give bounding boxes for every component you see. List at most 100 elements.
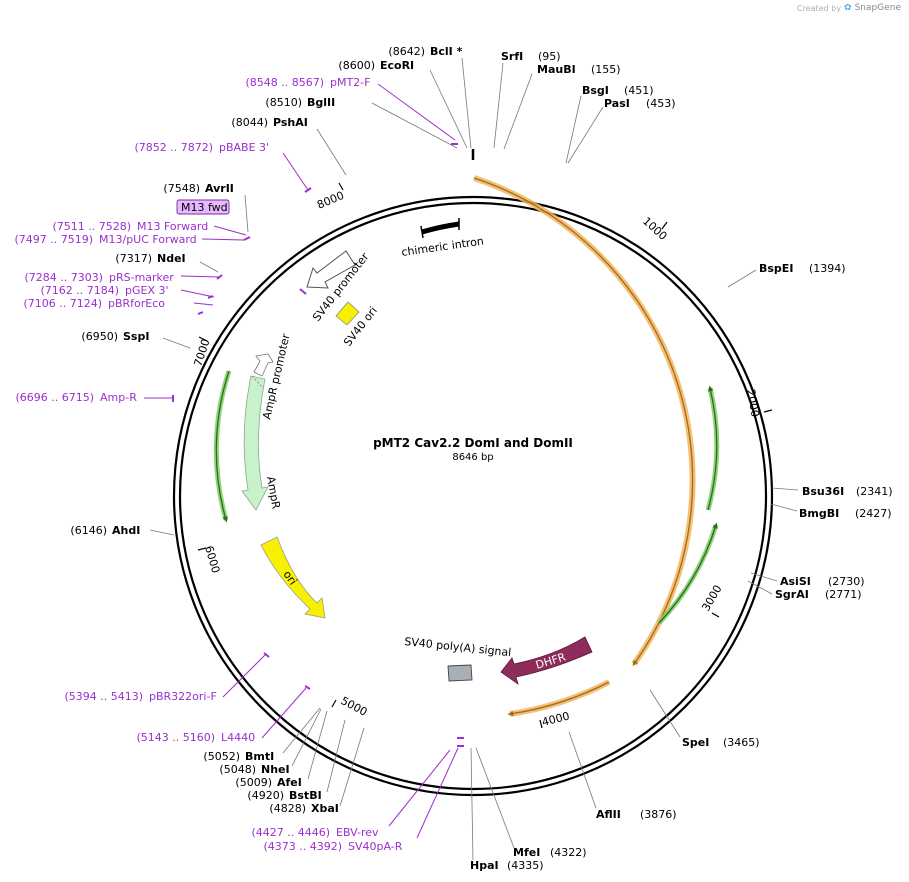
leader-ebv-rev [388,749,451,827]
primer-pgex-3-range: (7162 .. 7184) [40,284,119,297]
ori-arrow [260,536,326,619]
primer-prs-marker-range: (7284 .. 7303) [24,271,103,284]
enzyme-bsu36i-pos: (2341) [856,485,893,498]
enzyme-bsgi[interactable]: BsgI (451) [582,84,654,97]
primer-prs-marker[interactable]: (7284 .. 7303) pRS-marker [24,271,174,284]
enzyme-avrii[interactable]: (7548) AvrII [163,182,233,195]
primer-ebv-rev[interactable]: (4427 .. 4446) EBV-rev [251,826,379,839]
primer-m13-forward-range: (7511 .. 7528) [52,220,131,233]
primer-sv40pa-r[interactable]: (4373 .. 4392) SV40pA-R [263,840,402,853]
enzyme-bglii[interactable]: (8510) BglII [265,96,335,109]
enzyme-mfei-name: MfeI [513,846,540,859]
primer-pbrforeco-range: (7106 .. 7124) [23,297,102,310]
orf-small-arc-core [507,681,610,717]
enzyme-pshai[interactable]: (8044) PshAI [231,116,307,129]
enzyme-maubi[interactable]: MauBI (155) [537,63,621,76]
primer-m13-puc-forward[interactable]: (7497 .. 7519) M13/pUC Forward [14,233,196,246]
primer-amp-r[interactable]: (6696 .. 6715) Amp-R [15,391,137,404]
primer-pmt2-f[interactable]: (8548 .. 8567) pMT2-F [245,76,370,89]
enzyme-ndei[interactable]: (7317) NdeI [115,252,185,265]
orf-green-left-core [215,370,230,523]
leader-asisi [750,572,778,582]
enzyme-srfi[interactable]: SrfI (95) [501,50,561,63]
enzyme-bsu36i[interactable]: Bsu36I (2341) [802,485,893,498]
enzyme-ahdi[interactable]: (6146) AhdI [70,524,140,537]
enzyme-ndei-pos: (7317) [115,252,152,265]
primer-site-prs-marker [216,274,223,280]
enzyme-afei[interactable]: (5009) AfeI [235,776,301,789]
enzyme-nhei[interactable]: (5048) NheI [219,763,289,776]
leader-mfei [475,747,515,849]
plasmid-length: 8646 bp [452,452,493,463]
enzyme-sspi[interactable]: (6950) SspI [81,330,149,343]
leader-bstbi [326,719,346,793]
primer-pbr322ori-f-name: pBR322ori-F [149,690,217,703]
m13-fwd-label: M13 fwd [181,201,228,214]
primer-m13-forward-name: M13 Forward [137,220,208,233]
sv40-ori-box [335,301,360,326]
enzyme-bmti[interactable]: (5052) BmtI [203,750,274,763]
leader-sgrai [747,580,773,595]
enzyme-aflii-pos: (3876) [640,808,677,821]
sv40-polya-box [447,664,473,682]
primer-pbabe-3[interactable]: (7852 .. 7872) pBABE 3' [134,141,269,154]
enzyme-bmti-name: BmtI [245,750,274,763]
leader-pshai [316,128,347,176]
enzyme-aflii-name: AflII [596,808,621,821]
enzyme-bstbi[interactable]: (4920) BstBI [247,789,321,802]
leader-bspei [727,269,757,288]
enzyme-bmti-pos: (5052) [203,750,240,763]
enzyme-bmgbi-pos: (2427) [855,507,892,520]
chimeric-intron-end-left [420,225,424,239]
enzyme-xbai[interactable]: (4828) XbaI [269,802,338,815]
leader-ahdi [149,529,175,536]
tick-5000: 5000 [339,694,370,719]
enzyme-spei[interactable]: SpeI (3465) [682,736,760,749]
m13-fwd-box[interactable] [176,199,230,215]
enzyme-hpai[interactable]: HpaI (4335) [470,859,544,872]
enzyme-leaders [149,57,799,861]
enzyme-asisi-name: AsiSI [780,575,811,588]
enzyme-sgrai[interactable]: SgrAI (2771) [775,588,862,601]
primer-ebv-rev-name: EBV-rev [336,826,379,839]
primer-m13-forward[interactable]: (7511 .. 7528) M13 Forward [52,220,208,233]
primer-pbr322ori-f[interactable]: (5394 .. 5413) pBR322ori-F [64,690,216,703]
tick-1000-mark [661,221,668,230]
tick-8000-mark [338,182,344,191]
enzyme-bstbi-name: BstBI [289,789,322,802]
chimeric-intron-label: chimeric intron [401,235,485,259]
primer-pbrforeco[interactable]: (7106 .. 7124) pBRforEco [23,297,165,310]
chimeric-intron-bar [421,221,460,235]
tick-1000: 1000 [640,215,670,243]
leader-pasi [567,106,604,164]
ampr-gene-arrow [241,375,269,511]
tick-8000: 8000 [315,189,346,212]
enzyme-ecori-pos: (8600) [338,59,375,72]
enzyme-bcli[interactable]: (8642) BclI * [388,45,462,58]
enzyme-pasi-pos: (453) [646,97,676,110]
enzyme-bcli-pos: (8642) [388,45,425,58]
enzyme-pshai-name: PshAI [273,116,308,129]
primer-leaders [144,83,459,839]
orf-large-arc-core [473,177,694,667]
enzyme-bglii-pos: (8510) [265,96,302,109]
enzyme-bspei[interactable]: BspEI (1394) [759,262,846,275]
enzyme-sspi-name: SspI [123,330,149,343]
leader-hpai [470,747,474,861]
tick-4000-mark [539,719,543,729]
primer-pgex-3[interactable]: (7162 .. 7184) pGEX 3' [40,284,168,297]
primer-l4440[interactable]: (5143 .. 5160) L4440 [136,731,255,744]
enzyme-xbai-name: XbaI [311,802,339,815]
enzyme-aflii[interactable]: AflII (3876) [596,808,677,821]
primer-site-pbrforeco [197,311,204,315]
primer-site-pgex [207,295,214,299]
enzyme-mfei[interactable]: MfeI (4322) [513,846,587,859]
enzyme-asisi[interactable]: AsiSI (2730) [780,575,865,588]
enzyme-bmgbi[interactable]: BmgBI (2427) [799,507,892,520]
primer-pmt2-f-range: (8548 .. 8567) [245,76,324,89]
enzyme-ecori[interactable]: (8600) EcoRI [338,59,414,72]
leader-pbrforeco [193,302,214,306]
enzyme-pasi[interactable]: PasI (453) [604,97,676,110]
ampr-gene-inner-line [251,375,264,389]
backbone-outer-ring [172,195,774,797]
